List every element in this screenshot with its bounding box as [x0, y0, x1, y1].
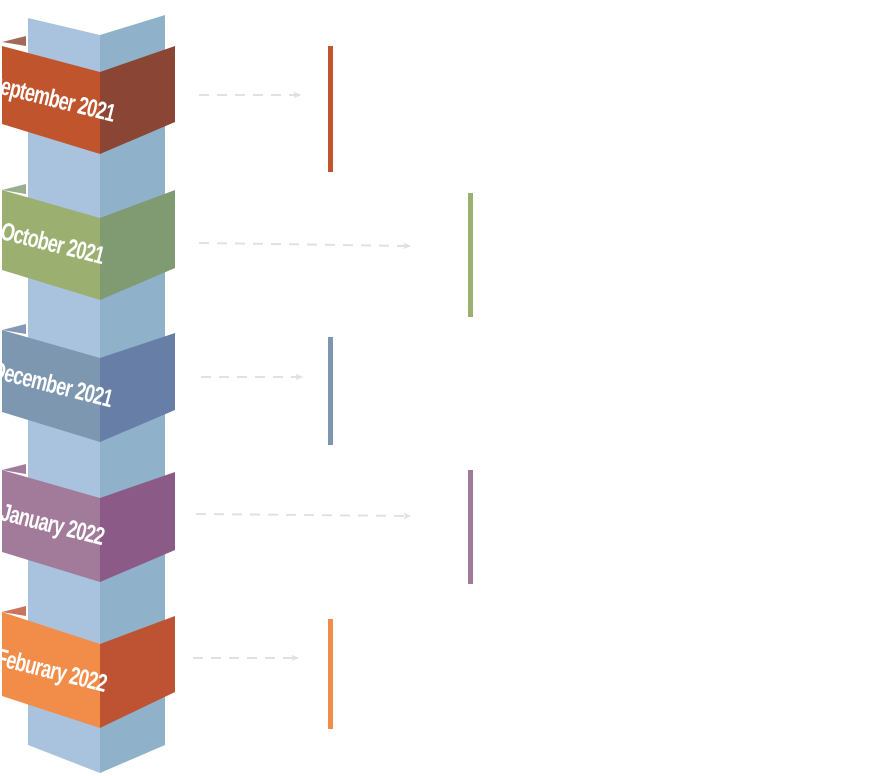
ribbon-right-face: [100, 472, 175, 582]
connector-arrow: [195, 512, 412, 520]
timeline-entry-2: October 2021: [0, 184, 473, 317]
ribbon-left-face: [2, 190, 100, 300]
timeline-entry-4: January 2022: [0, 464, 473, 584]
ribbon-right-face: [100, 190, 175, 300]
entry-marker-bar: [328, 337, 333, 445]
ribbon-left-face: [2, 470, 100, 582]
ribbon-right-face: [100, 46, 175, 154]
ribbon-left-face: [2, 612, 100, 728]
entry-marker-bar: [328, 619, 333, 729]
ribbon-left-face: [2, 46, 100, 154]
entry-marker-bar: [468, 193, 473, 317]
timeline-entry-5: Feburary 2022: [0, 606, 333, 729]
entry-marker-bar: [468, 470, 473, 584]
ribbon-left-face: [2, 330, 100, 442]
ribbon-right-face: [100, 333, 175, 442]
entry-marker-bar: [328, 46, 333, 172]
timeline-entry-1: September 2021: [0, 36, 333, 172]
connector-arrow: [198, 242, 412, 250]
ribbon-right-face: [100, 616, 175, 728]
timeline-entry-3: December 2021: [0, 324, 333, 445]
